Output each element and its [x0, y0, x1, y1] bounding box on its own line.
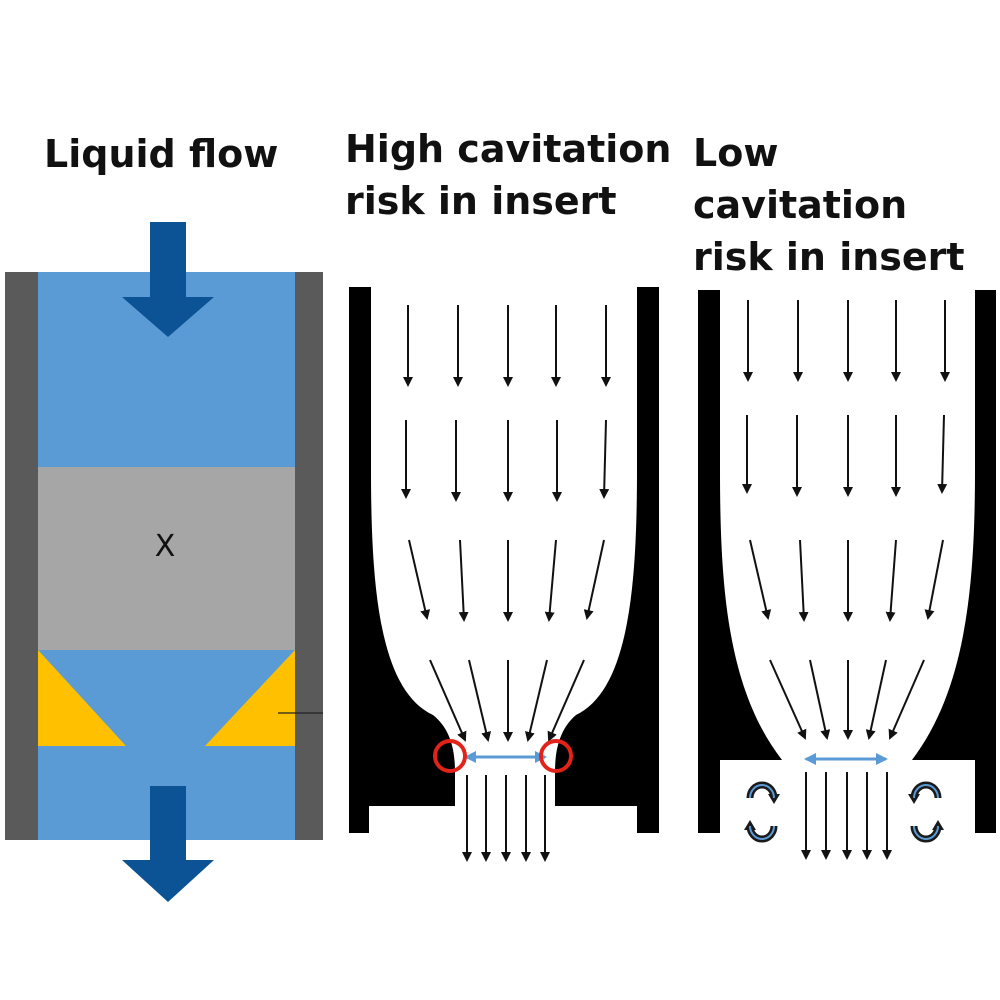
flow-arrows: [401, 305, 611, 862]
valve-chamber: [38, 467, 295, 650]
flow-arrows: [742, 300, 950, 860]
cavitation-marker-right: [539, 739, 573, 773]
high-cavitation-panel: [349, 287, 659, 862]
cavitation-marker-left: [433, 739, 467, 773]
right-wall-profile: [912, 290, 996, 833]
high-cavitation-title-line1: High cavitation: [345, 127, 672, 171]
low-cavitation-title-line2: risk in insert: [693, 235, 965, 279]
low-cavitation-title: Low cavitation risk in insert: [693, 127, 1000, 283]
outflow-arrow-icon: [122, 786, 214, 902]
right-wall-profile: [555, 287, 659, 833]
low-cavitation-title-line1: Low cavitation: [693, 131, 908, 227]
recirculation-vortex-icon: [744, 781, 780, 843]
liquid-flow-panel: X: [5, 222, 323, 902]
left-pipe-wall: [5, 272, 38, 840]
low-cavitation-panel: [698, 290, 996, 860]
right-pipe-wall: [295, 272, 323, 840]
recirculation-vortex-icon: [908, 781, 944, 843]
chamber-label: X: [155, 529, 176, 564]
left-insert: [38, 650, 126, 746]
left-wall-profile: [698, 290, 782, 833]
high-cavitation-title-line2: risk in insert: [345, 179, 617, 223]
inflow-arrow-icon: [122, 222, 214, 337]
high-cavitation-title: High cavitation risk in insert: [345, 123, 671, 227]
right-insert: [205, 650, 295, 746]
left-wall-profile: [349, 287, 455, 833]
liquid-flow-title: Liquid flow: [44, 132, 279, 176]
